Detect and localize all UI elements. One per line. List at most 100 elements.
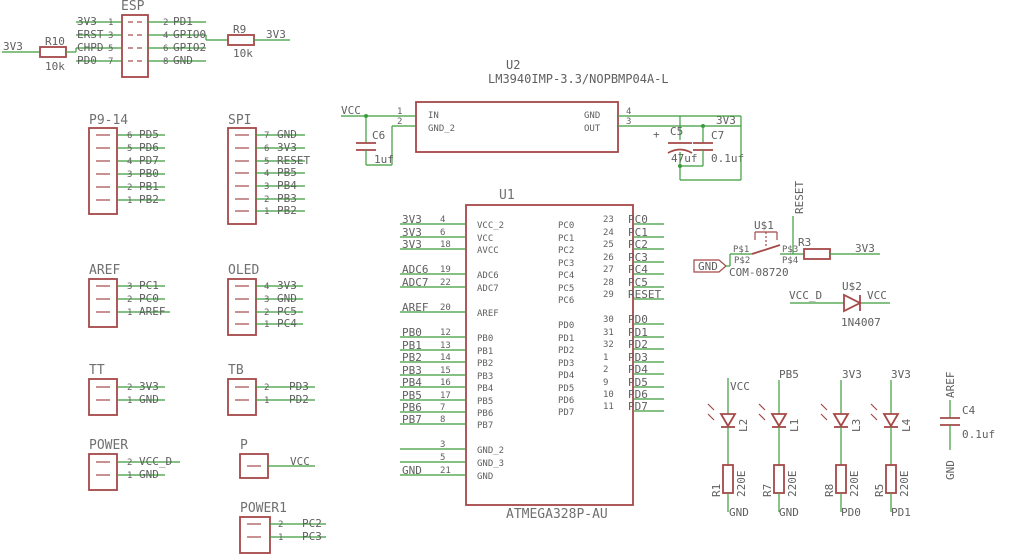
svg-text:1: 1	[603, 353, 608, 363]
svg-text:P$2: P$2	[734, 256, 750, 266]
led-l2: VCC L2 220E R1 GND	[707, 378, 750, 519]
u2-part: LM3940IMP-3.3/NOPBMP04A-L	[488, 72, 669, 86]
svg-text:18: 18	[440, 240, 451, 250]
svg-text:VCC_2: VCC_2	[477, 221, 504, 231]
u2-pin-gnd: GND	[584, 111, 600, 121]
c4-name: C4	[962, 404, 976, 417]
svg-text:PC5: PC5	[558, 284, 574, 294]
oled-pin-3: GND	[277, 292, 297, 305]
esp-title: ESP	[121, 0, 145, 14]
svg-text:25: 25	[603, 240, 614, 250]
svg-text:15: 15	[440, 366, 451, 376]
c5-value: 47uf	[671, 152, 698, 165]
esp-right-num-4: 4	[163, 31, 168, 41]
svg-text:1: 1	[278, 533, 283, 543]
svg-text:1: 1	[264, 320, 269, 330]
led-l3: 3V3 L3 220E R8 PD0	[820, 368, 863, 519]
power-pin-2: VCC_D	[139, 455, 172, 468]
spi-pin-2: PB3	[277, 192, 297, 205]
u2-name: U2	[506, 58, 520, 72]
svg-text:1: 1	[127, 308, 132, 318]
svg-text:2: 2	[127, 383, 132, 393]
svg-text:P$1: P$1	[733, 245, 749, 255]
svg-text:4: 4	[440, 215, 445, 225]
svg-text:R1: R1	[710, 484, 723, 497]
svg-text:220E: 220E	[898, 471, 911, 498]
svg-text:19: 19	[440, 265, 451, 275]
svg-text:PD3: PD3	[628, 351, 648, 364]
tb-pin-2: PD3	[289, 380, 309, 393]
svg-text:21: 21	[440, 466, 451, 476]
esp-right-num-2: 2	[163, 18, 168, 28]
svg-text:PD4: PD4	[558, 371, 574, 381]
c7-name: C7	[711, 129, 724, 142]
svg-text:PB3: PB3	[477, 372, 493, 382]
switch-reset-net: RESET	[793, 181, 806, 214]
diode-u2: U$2 VCC_D VCC 1N4007	[789, 280, 890, 329]
svg-text:6: 6	[127, 131, 132, 141]
diode-part: 1N4007	[841, 316, 881, 329]
svg-text:PD4: PD4	[628, 363, 648, 376]
esp-left-num-1: 1	[108, 18, 113, 28]
r9-net: 3V3	[266, 28, 286, 41]
esp-left-num-3: 3	[108, 31, 113, 41]
svg-text:L3: L3	[850, 419, 863, 432]
svg-text:16: 16	[440, 378, 451, 388]
svg-text:PB4: PB4	[477, 384, 493, 394]
svg-text:4: 4	[626, 107, 631, 117]
svg-text:PD1: PD1	[558, 334, 574, 344]
svg-text:PC1: PC1	[558, 234, 574, 244]
svg-text:PD5: PD5	[558, 384, 574, 394]
oled-title: OLED	[228, 263, 259, 278]
tt-pin-2: 3V3	[139, 380, 159, 393]
tb-pin-1: PD2	[289, 393, 309, 406]
svg-text:PB1: PB1	[402, 339, 422, 352]
svg-text:1: 1	[127, 396, 132, 406]
esp-right-label-6: GPIO2	[173, 41, 206, 54]
svg-text:AREF: AREF	[944, 372, 957, 399]
svg-text:6: 6	[264, 144, 269, 154]
svg-text:27: 27	[603, 265, 614, 275]
r3-net: 3V3	[855, 242, 875, 255]
svg-text:8: 8	[440, 415, 445, 425]
svg-text:L2: L2	[737, 419, 750, 432]
svg-text:GND_3: GND_3	[477, 459, 504, 469]
svg-text:PB0: PB0	[477, 334, 493, 344]
c6-name: C6	[372, 129, 385, 142]
svg-text:220E: 220E	[735, 471, 748, 498]
spi-title: SPI	[228, 113, 251, 128]
svg-text:5: 5	[440, 453, 445, 463]
svg-text:L4: L4	[900, 418, 913, 432]
svg-text:1: 1	[264, 207, 269, 217]
esp-connector: ESP 3V3 1 ERST 3 CHPD 5 PD0 7 2 PD1 4 GP…	[76, 0, 228, 78]
spi-pin-3: PB4	[277, 179, 297, 192]
p9-14-pin-6: PD5	[139, 128, 159, 141]
svg-text:17: 17	[440, 391, 451, 401]
svg-text:AREF: AREF	[402, 301, 429, 314]
svg-text:10: 10	[603, 390, 614, 400]
svg-text:3: 3	[440, 440, 445, 450]
aref-pin-2: PC0	[139, 292, 159, 305]
svg-text:PD7: PD7	[558, 408, 574, 418]
capacitor-c4: AREF GND C4 0.1uf	[940, 372, 995, 480]
p-pin-1: VCC	[290, 455, 310, 468]
svg-text:4: 4	[127, 157, 132, 167]
svg-text:30: 30	[603, 315, 614, 325]
c7-value: 0.1uf	[711, 152, 744, 165]
spi-pin-1: PB2	[277, 204, 297, 217]
spi-pin-4: PB5	[277, 166, 297, 179]
led-l1: PB5 L1 220E R7 GND	[758, 368, 801, 519]
resistor-r3: R3 3V3	[798, 236, 880, 260]
